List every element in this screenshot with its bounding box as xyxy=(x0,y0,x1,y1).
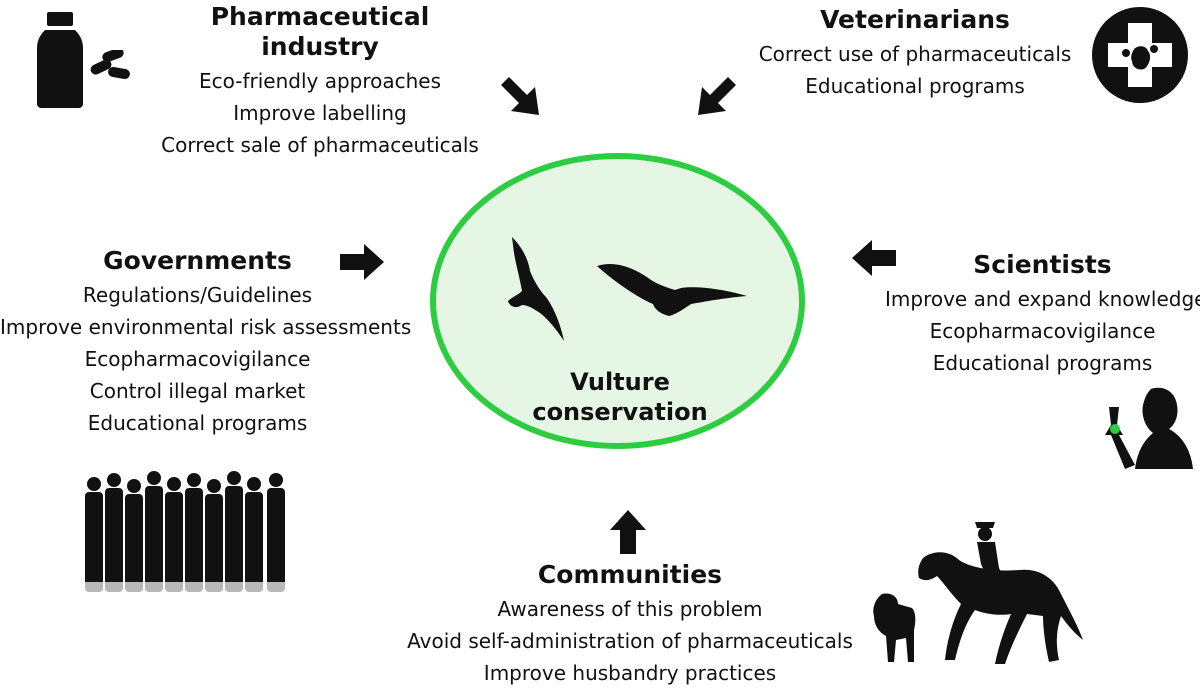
group-item: Improve and expand knowledge xyxy=(885,287,1200,311)
group-item: Avoid self-administration of pharmaceuti… xyxy=(407,629,853,653)
arrow-icon xyxy=(852,240,896,276)
arrow-icon xyxy=(698,77,736,115)
group-item: Improve labelling xyxy=(233,101,407,125)
group-title: Scientists xyxy=(973,250,1112,279)
arrow-icon xyxy=(340,244,384,280)
center-title-line2: conservation xyxy=(532,398,708,426)
group-item: Eco-friendly approaches xyxy=(198,69,442,93)
group-item: Improve environmental risk assessments xyxy=(0,315,412,339)
pills-icon xyxy=(90,50,130,80)
arrow-icon xyxy=(501,77,539,115)
group-item: Improve husbandry practices xyxy=(483,661,777,685)
veterinary-cross-icon xyxy=(1092,7,1188,103)
crowd-people-icon xyxy=(82,471,297,600)
group-item: Regulations/Guidelines xyxy=(82,283,313,307)
group-title: Pharmaceutical industry xyxy=(210,2,430,61)
center-title: Vulture conservation xyxy=(480,367,760,427)
vulture-perched-icon xyxy=(508,237,564,341)
arrow-icon xyxy=(610,510,646,554)
group-item: Educational programs xyxy=(932,351,1153,375)
group-title: Veterinarians xyxy=(820,5,1010,34)
group-item: Control illegal market xyxy=(89,379,306,403)
group-item: Correct use of pharmaceuticals xyxy=(758,42,1072,66)
group-item: Correct sale of pharmaceuticals xyxy=(161,133,479,157)
group-item: Ecopharmacovigilance xyxy=(929,319,1156,343)
group-pharmaceutical-industry: Pharmaceutical industry Eco-friendly app… xyxy=(150,2,490,161)
group-item: Educational programs xyxy=(805,74,1025,98)
scientist-flask-icon xyxy=(1105,387,1193,469)
calf-icon xyxy=(873,593,916,662)
group-communities: Communities Awareness of this problem Av… xyxy=(400,560,860,689)
horse-rider-icon xyxy=(918,522,1083,664)
group-item: Ecopharmacovigilance xyxy=(84,347,311,371)
medicine-bottle-icon xyxy=(37,12,83,108)
vulture-flying-icon xyxy=(597,263,747,316)
group-governments: Governments Regulations/Guidelines Impro… xyxy=(0,246,412,439)
group-title: Governments xyxy=(103,246,292,275)
center-title-line1: Vulture xyxy=(570,368,670,396)
group-title: Communities xyxy=(537,560,723,589)
center-ellipse xyxy=(430,153,805,449)
group-scientists: Scientists Improve and expand knowledge … xyxy=(885,250,1200,379)
group-veterinarians: Veterinarians Correct use of pharmaceuti… xyxy=(745,5,1085,102)
group-item: Awareness of this problem xyxy=(497,597,763,621)
group-item: Educational programs xyxy=(87,411,308,435)
